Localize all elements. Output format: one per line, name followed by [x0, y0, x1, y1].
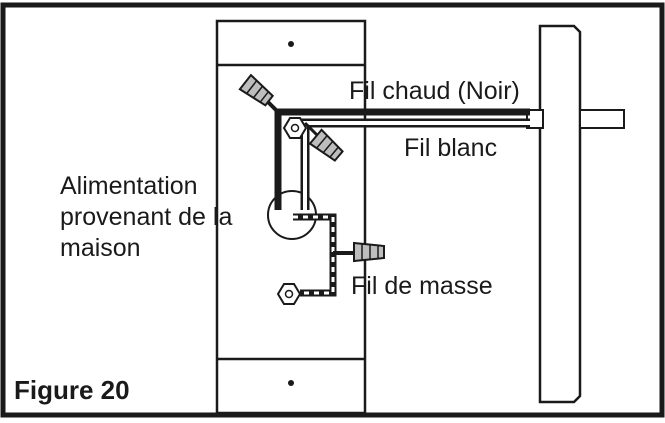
- power-label-line2: provenant de la: [60, 203, 232, 231]
- ground-screw: [276, 283, 302, 305]
- power-label-line3: maison: [60, 234, 141, 262]
- white-wire-label: Fil blanc: [404, 134, 497, 162]
- wire-nut-white: [308, 128, 344, 162]
- power-label-line1: Alimentation: [60, 172, 198, 200]
- ground-wire-label: Fil de masse: [351, 272, 493, 300]
- plate-screw-hole-bottom: [288, 380, 294, 386]
- figure-caption: Figure 20: [14, 375, 130, 405]
- fixture-tube: [579, 109, 625, 129]
- wire-nut-ground: [353, 241, 385, 263]
- mounting-plate: [215, 19, 367, 415]
- wire-nut-hot: [238, 73, 275, 107]
- ground-wire: [293, 213, 354, 297]
- hot-wire-label: Fil chaud (Noir): [349, 77, 520, 105]
- light-fixture: [526, 24, 625, 404]
- plate-screw-hole-top: [288, 41, 294, 47]
- white-wire: [300, 118, 530, 210]
- mounting-screw-top: [282, 117, 308, 139]
